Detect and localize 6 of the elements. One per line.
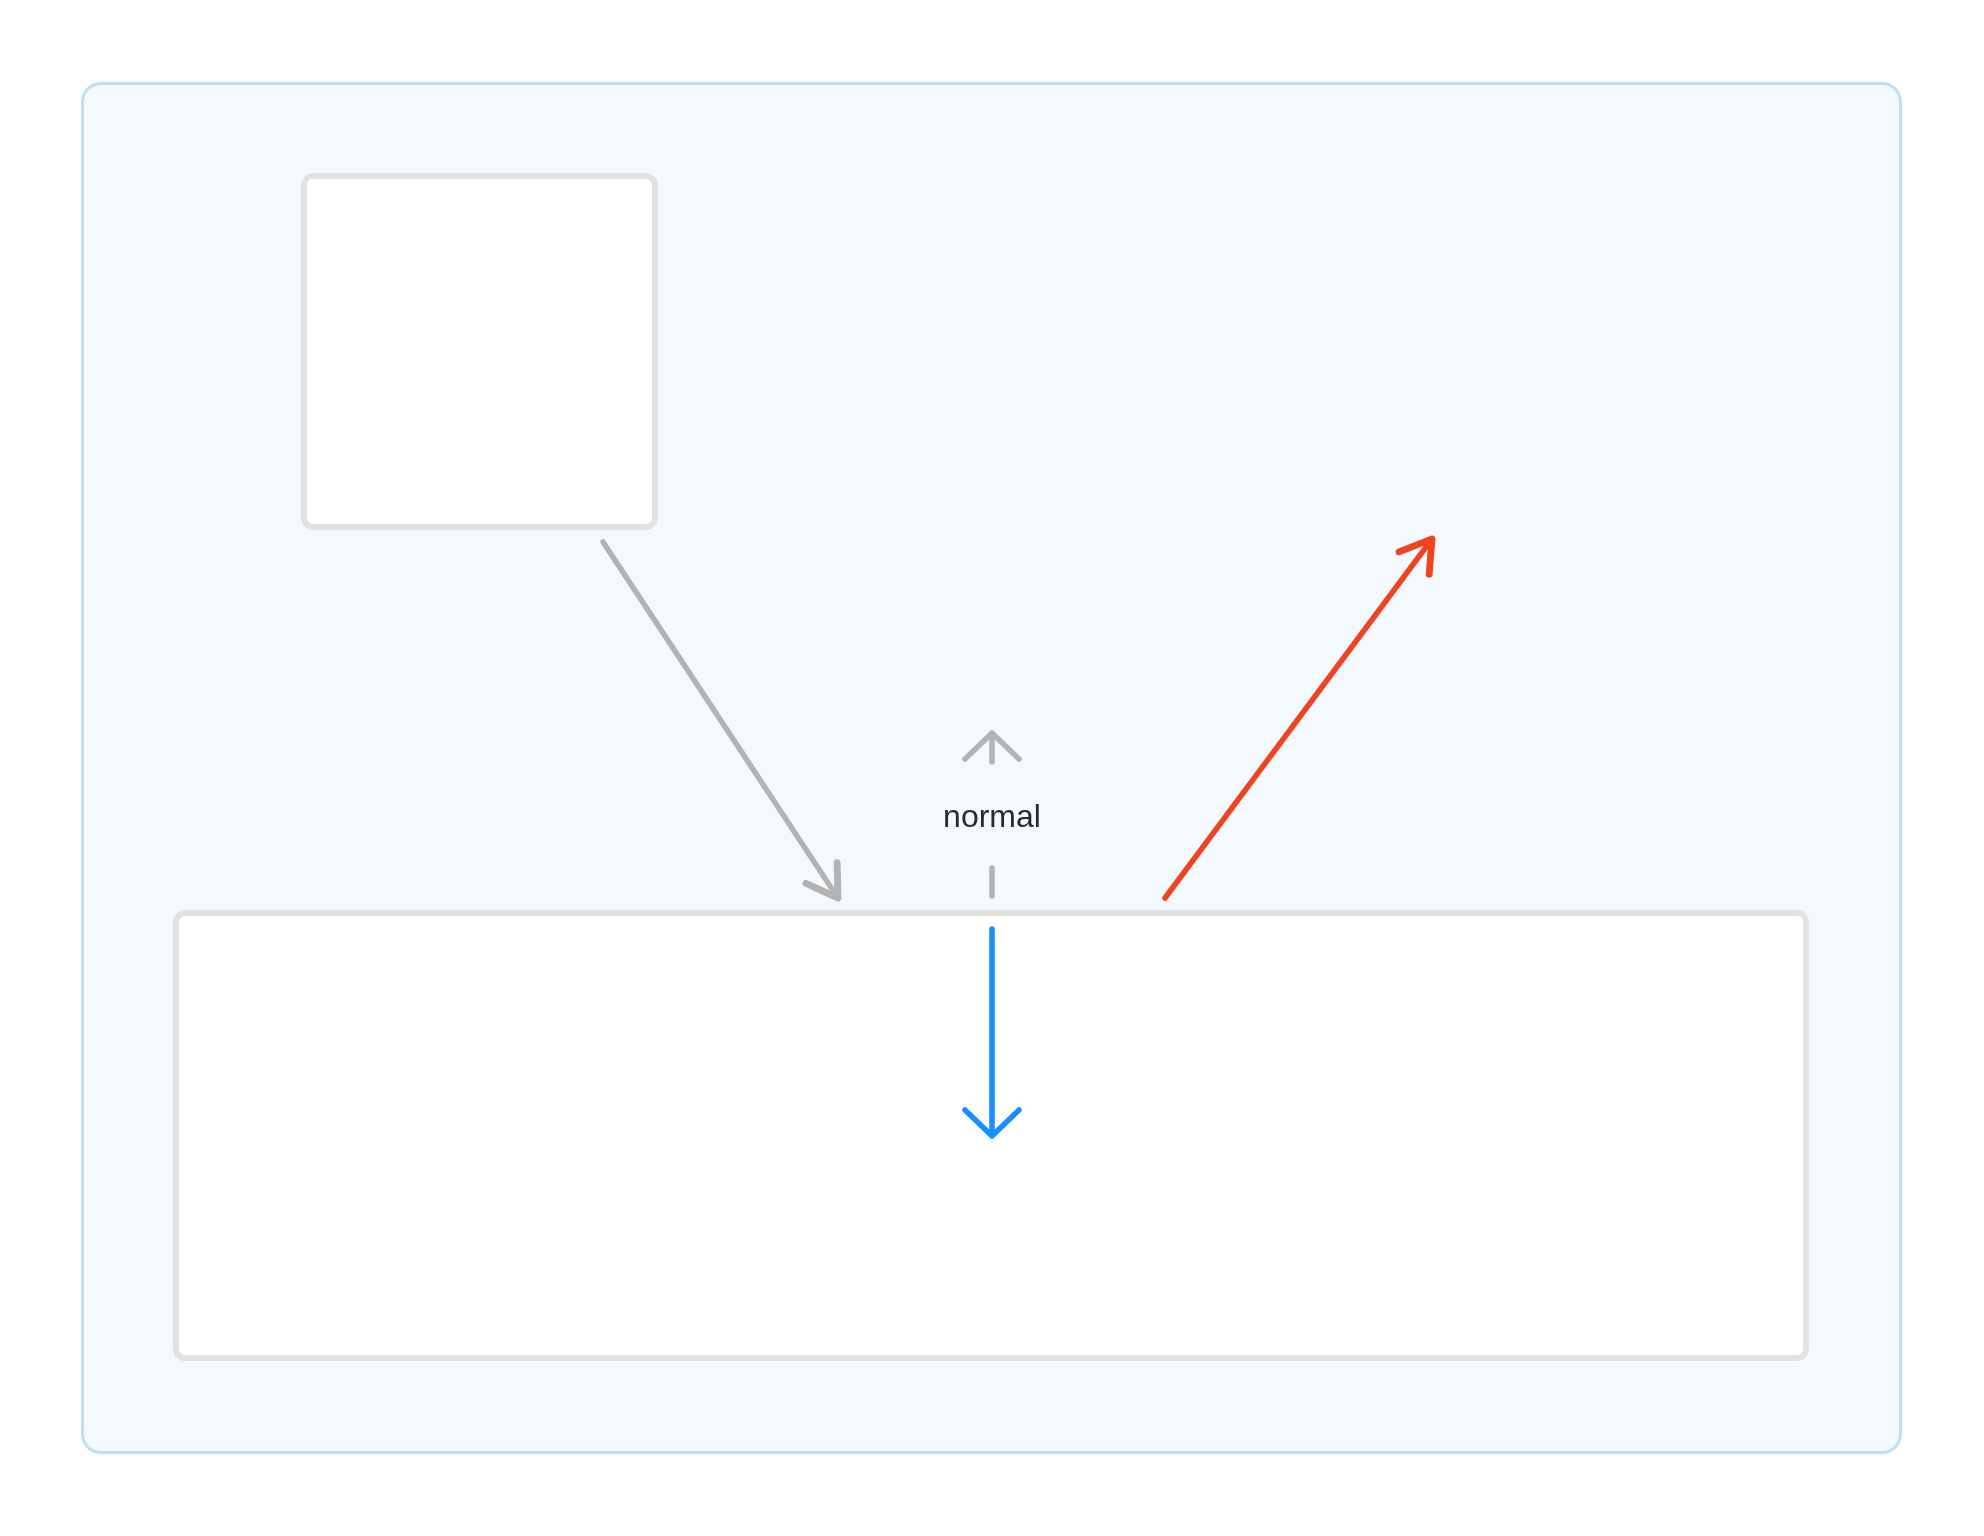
arrow — [600, 539, 842, 902]
normal-label: normal — [943, 797, 1041, 835]
panel-background — [81, 82, 1902, 1454]
arrow — [1162, 535, 1436, 901]
empty-box — [173, 910, 1809, 1361]
empty-box — [301, 173, 658, 530]
